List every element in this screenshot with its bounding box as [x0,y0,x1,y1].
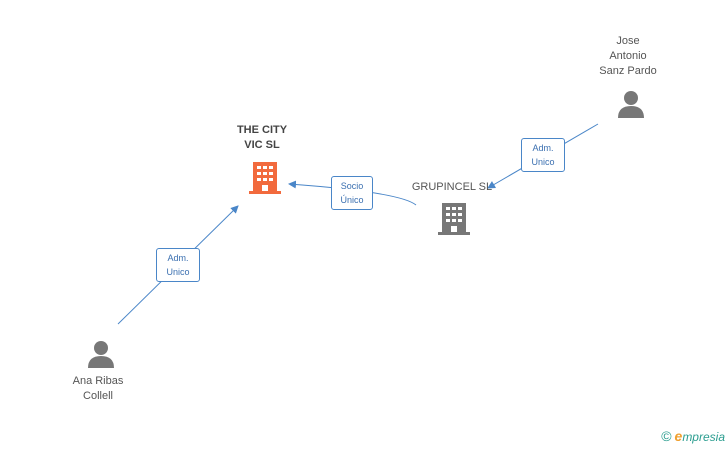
brand-initial: e [674,428,683,444]
person-icon[interactable] [616,90,646,118]
company-label-the-city[interactable]: THE CITY VIC SL [236,124,288,151]
building-icon[interactable] [249,160,281,194]
edge-label-adm-unico-jose[interactable]: Adm. Unico [521,138,565,172]
person-icon[interactable] [86,340,116,368]
person-label-jose[interactable]: Jose Antonio Sanz Pardo [599,35,657,77]
building-icon[interactable] [438,201,470,235]
edge-label-adm-unico-ana[interactable]: Adm. Unico [156,248,200,282]
company-label-grupincel[interactable]: GRUPINCEL SL [411,181,493,193]
brand-name: mpresia [682,430,725,444]
copyright-symbol: © [661,428,672,444]
person-label-ana[interactable]: Ana Ribas Collell [72,375,124,402]
empresia-logo[interactable]: © empresia [661,428,725,444]
edge-label-socio-unico[interactable]: Socio Único [331,176,373,210]
edge-grupincel-to-the-city [288,180,417,206]
